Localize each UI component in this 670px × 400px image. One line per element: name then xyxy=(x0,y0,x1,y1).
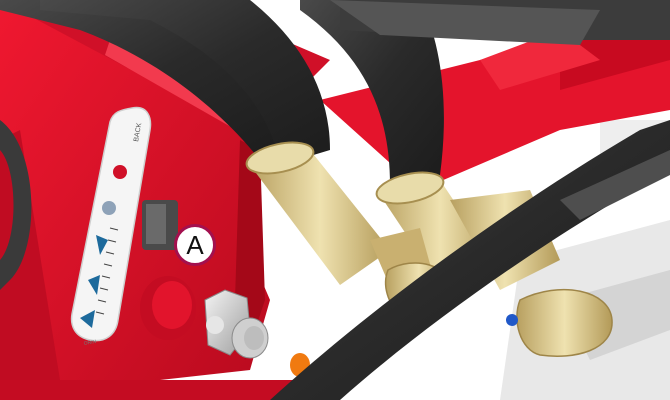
sensor-block xyxy=(142,200,178,250)
left-hose xyxy=(0,120,32,290)
hex-bolt xyxy=(204,289,269,359)
lower-hose xyxy=(270,120,670,400)
gauge-label-orin: ORIN xyxy=(83,339,97,347)
callout-label-a: A xyxy=(174,224,216,266)
hydraulic-hoses xyxy=(40,0,670,185)
gauge-red-dot xyxy=(113,165,127,179)
brass-fittings xyxy=(245,141,613,357)
gauge-grey-dot xyxy=(102,201,116,215)
gauge-label-back: BACK xyxy=(133,122,143,142)
pivot-boss xyxy=(140,276,196,340)
top-hose xyxy=(0,0,290,160)
angle-gauge-decal: BACK ORIN xyxy=(70,106,152,347)
blue-plug xyxy=(506,314,518,326)
